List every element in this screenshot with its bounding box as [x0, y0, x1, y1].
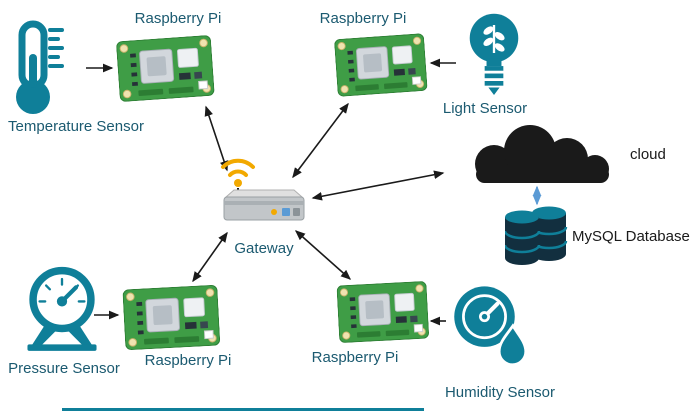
wifi-icon: [221, 158, 255, 187]
mysql-database-label: MySQL Database: [572, 228, 690, 245]
light-sensor-node: [466, 10, 522, 101]
humidity-sensor-node: [446, 280, 534, 373]
temperature-sensor-label: Temperature Sensor: [8, 118, 144, 135]
raspberry-pi-top-right-label: Raspberry Pi: [319, 10, 407, 27]
bottom-accent-line: [62, 408, 424, 411]
gateway-label: Gateway: [234, 240, 294, 257]
raspberry-pi-bottom-right-node: [336, 281, 429, 349]
gateway-node: [222, 188, 306, 233]
arrow-gateway-pi-top-left: [204, 105, 229, 172]
thermometer-icon: [16, 20, 64, 114]
raspberry-pi-bottom-left-label: Raspberry Pi: [144, 352, 232, 369]
arrow-gateway-pi-top-right: [292, 102, 349, 179]
raspberry-pi-board-icon: [334, 33, 428, 97]
humidity-gauge-icon: [454, 286, 528, 367]
pressure-sensor-node: [20, 262, 104, 357]
light-sensor-label: Light Sensor: [442, 100, 528, 117]
database-stack-icon: [503, 205, 568, 267]
cloud-node: [448, 124, 624, 191]
raspberry-pi-bottom-left-node: [122, 285, 220, 356]
raspberry-pi-board-icon: [116, 35, 215, 102]
raspberry-pi-board-icon: [122, 285, 220, 351]
mysql-database-node: [503, 205, 569, 273]
raspberry-pi-top-right-node: [334, 33, 428, 102]
raspberry-pi-top-left-label: Raspberry Pi: [134, 10, 222, 27]
raspberry-pi-bottom-right-label: Raspberry Pi: [311, 349, 399, 366]
humidity-sensor-label: Humidity Sensor: [444, 384, 556, 401]
raspberry-pi-board-icon: [336, 281, 429, 344]
pressure-gauge-icon: [27, 266, 97, 351]
raspberry-pi-top-left-node: [116, 35, 215, 107]
arrow-gateway-pi-bottom-left: [192, 231, 228, 283]
arrow-gateway-pi-bottom-right: [294, 230, 352, 280]
pressure-sensor-label: Pressure Sensor: [8, 360, 120, 377]
router-icon: [223, 188, 305, 221]
temperature-sensor-node: [8, 20, 80, 121]
cloud-icon: [475, 125, 609, 183]
eco-bulb-icon: [469, 13, 519, 95]
arrow-gateway-cloud: [311, 170, 445, 201]
cloud-label: cloud: [630, 146, 666, 163]
gateway-wifi-signal: [216, 153, 260, 194]
